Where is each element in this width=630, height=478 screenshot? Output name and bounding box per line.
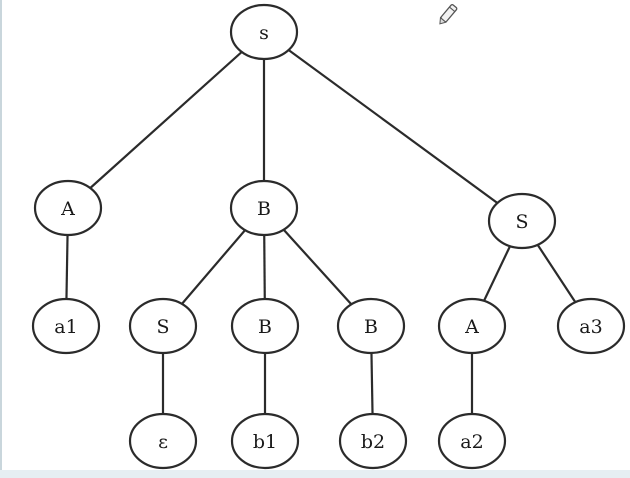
tree-node-B1: B: [229, 179, 299, 237]
node-label: ε: [158, 431, 168, 453]
node-circle: [487, 192, 557, 250]
tree-node-a2: a2: [437, 412, 507, 470]
tree-node-eps: ε: [128, 412, 198, 470]
node-label: a2: [460, 431, 483, 453]
node-label: A: [60, 198, 75, 220]
node-circle: [556, 297, 626, 355]
node-circle: [437, 412, 507, 470]
node-label: a3: [579, 316, 602, 338]
tree-node-A1: A: [33, 179, 103, 237]
node-circle: [229, 3, 299, 61]
node-label: A: [464, 316, 479, 338]
tree-node-b2: b2: [338, 412, 408, 470]
pen-icon: [439, 3, 458, 25]
node-label: b2: [361, 431, 385, 453]
node-circle: [230, 297, 300, 355]
tree-node-S3: S: [128, 297, 198, 355]
node-circle: [437, 297, 507, 355]
node-circle: [128, 297, 198, 355]
node-circle: [31, 297, 101, 355]
tree-node-b1: b1: [230, 412, 300, 470]
tree-node-A2: A: [437, 297, 507, 355]
bottom-strip: [0, 470, 630, 478]
edge-root-A1: [67, 31, 265, 209]
node-circle: [229, 179, 299, 237]
node-label: B: [364, 316, 378, 338]
node-label: S: [515, 211, 528, 233]
node-label: a1: [54, 316, 77, 338]
node-circle: [338, 412, 408, 470]
node-circle: [336, 297, 406, 355]
tree-node-a1: a1: [31, 297, 101, 355]
node-label: b1: [253, 431, 277, 453]
tree-node-root: s: [229, 3, 299, 61]
node-circle: [128, 412, 198, 470]
tree-node-B2: B: [230, 297, 300, 355]
node-circle: [33, 179, 103, 237]
edge-root-S2: [263, 31, 523, 222]
left-border: [0, 0, 2, 478]
tree-node-S2: S: [487, 192, 557, 250]
node-label: S: [156, 316, 169, 338]
tree-node-a3: a3: [556, 297, 626, 355]
node-circle: [230, 412, 300, 470]
tree-node-B3: B: [336, 297, 406, 355]
node-label: B: [257, 198, 271, 220]
node-label: s: [259, 22, 269, 44]
node-label: B: [258, 316, 272, 338]
